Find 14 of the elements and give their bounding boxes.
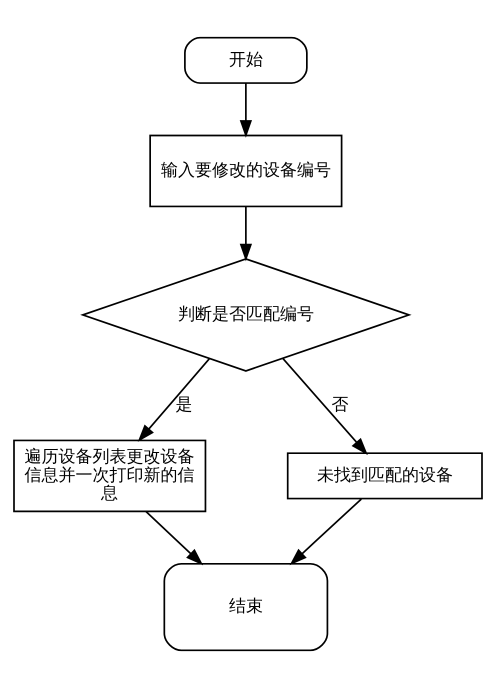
arrow [240, 206, 252, 262]
arrow [240, 83, 252, 138]
node-box: 遍历设备列表更改设备信息并一次打印新的信息 [13, 440, 206, 512]
arrow [145, 510, 204, 566]
arrow [282, 358, 368, 456]
edge-label: 否 [332, 395, 349, 416]
arrow [138, 358, 210, 442]
node-box: 未找到匹配的设备 [286, 452, 483, 500]
edge-label: 是 [176, 395, 193, 416]
node-box: 开始 [184, 36, 308, 84]
node-diamond: 判断是否匹配编号 [80, 258, 412, 372]
node-box: 输入要修改的设备编号 [149, 134, 342, 208]
node-box: 结束 [163, 562, 328, 652]
arrow [290, 498, 362, 566]
